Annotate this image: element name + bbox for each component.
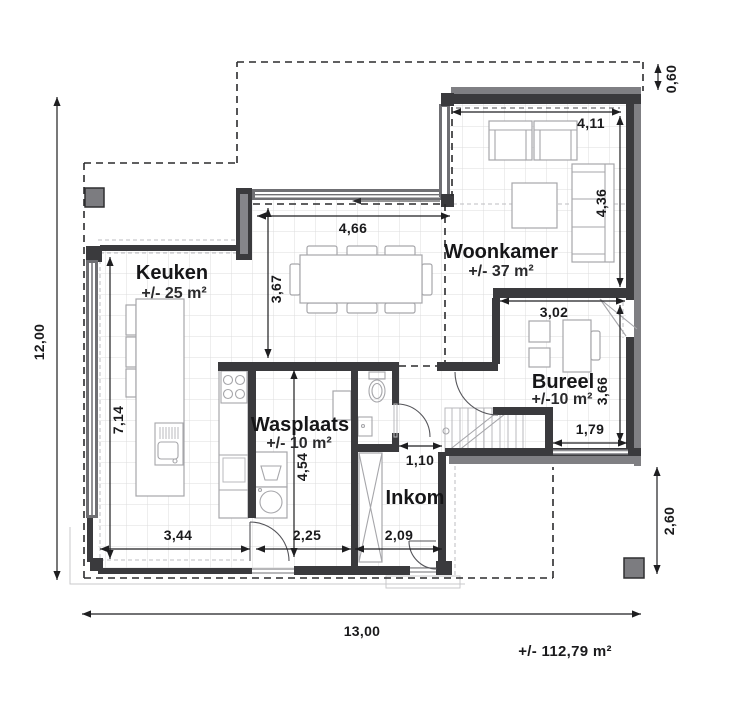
- wc-top-wall: [218, 362, 399, 371]
- room-area-bureel: +/-10 m²: [532, 391, 593, 408]
- hall-top-wall: [437, 362, 498, 371]
- washing-machine-icon: [254, 486, 288, 519]
- wasplaats-inkom-wall: [351, 371, 358, 567]
- total-area-label: +/- 112,79 m²: [518, 643, 612, 660]
- sofa: [571, 163, 615, 263]
- dining-chair: [421, 263, 433, 296]
- wasplaats-left-wall: [248, 371, 256, 518]
- divider-woonkamer-bureel: [493, 288, 630, 298]
- dim-total-height: 12,00: [31, 324, 47, 361]
- terrace-post: [84, 187, 105, 208]
- desk: [562, 319, 592, 373]
- door-arc: [454, 371, 499, 416]
- dining-chair: [289, 263, 301, 296]
- room-label-bureel: Bureel: [532, 371, 594, 393]
- dim-woonkamer-depth: 4,36: [593, 189, 609, 217]
- bar-stool: [125, 304, 137, 336]
- wasplaats-fixtures: [254, 390, 352, 519]
- window-woonkamer-left: [439, 104, 450, 197]
- visitor-chair: [528, 320, 551, 343]
- columns: [84, 93, 645, 579]
- column: [441, 93, 454, 106]
- coffee-table: [511, 182, 558, 229]
- room-labels: Keuken +/- 25 m² Woonkamer +/- 37 m² Bur…: [136, 241, 594, 509]
- entry-step: [385, 575, 461, 589]
- doors: [249, 371, 499, 570]
- room-area-woonkamer: +/- 37 m²: [468, 263, 533, 280]
- laundry-sink-icon: [254, 451, 288, 488]
- room-area-keuken: +/- 25 m²: [141, 285, 206, 302]
- dim-eetplaats-depth: 3,67: [268, 275, 284, 303]
- stair-top-wall: [493, 407, 553, 415]
- kitchen-island: [135, 298, 185, 497]
- window-sliding: [252, 189, 443, 205]
- room-label-woonkamer: Woonkamer: [444, 241, 558, 263]
- toilet-icon: [368, 371, 386, 403]
- room-label-inkom: Inkom: [386, 487, 445, 509]
- column: [90, 558, 103, 571]
- dim-bureel-depth: 3,66: [594, 377, 610, 405]
- dining-set: [289, 245, 433, 314]
- dimensions: 12,00 13,00 0,60 4,11 4,36 4,66 3,67 3,0…: [31, 64, 679, 660]
- column: [441, 194, 454, 207]
- dim-hal-width: 1,10: [406, 452, 434, 468]
- visitor-chair: [528, 347, 551, 368]
- dining-chair: [306, 302, 338, 314]
- room-label-keuken: Keuken: [136, 262, 208, 284]
- dim-bureel-width: 3,02: [540, 304, 568, 320]
- sink-icon: [154, 422, 184, 466]
- dim-wasplaats-width: 2,25: [293, 527, 321, 543]
- bureel-left-wall: [492, 298, 500, 364]
- dishwasher-icon: [222, 457, 246, 483]
- stair-right-wall: [545, 415, 553, 452]
- window-left: [86, 260, 98, 518]
- garden-post: [623, 557, 645, 579]
- dining-table: [299, 254, 423, 304]
- dim-inkom-width: 2,09: [385, 527, 413, 543]
- inkom-right-wall: [438, 452, 446, 566]
- door-threshold: [252, 568, 294, 574]
- office-furniture: [528, 319, 601, 373]
- dim-wasplaats-depth: 4,54: [294, 453, 310, 481]
- wc-bottom-wall: [358, 444, 399, 452]
- door-arc: [249, 521, 290, 562]
- property-boundary: [83, 61, 644, 579]
- column: [91, 249, 102, 260]
- bar-stool: [125, 336, 137, 368]
- dim-eetplaats-width: 4,66: [339, 220, 367, 236]
- dim-bureel-window: 1,79: [576, 421, 604, 437]
- room-label-wasplaats: Wasplaats: [251, 414, 349, 436]
- room-area-wasplaats: +/- 10 m²: [266, 435, 331, 452]
- armchair: [533, 120, 578, 161]
- keuken-top-wall: [100, 245, 238, 251]
- dining-chair: [346, 302, 378, 314]
- office-chair: [590, 330, 601, 361]
- wardrobe: [358, 452, 383, 563]
- dim-keuken-width: 3,44: [164, 527, 192, 543]
- window-gap: [626, 300, 634, 337]
- armchair: [488, 120, 533, 161]
- dim-woonkamer-width: 4,11: [577, 115, 605, 131]
- dim-keuken-depth: 7,14: [110, 406, 126, 434]
- door-arc: [396, 403, 431, 438]
- dining-chair: [384, 302, 416, 314]
- terrace-slab-edge: [69, 527, 465, 585]
- dim-roof-overhang: 0,60: [663, 65, 679, 93]
- living-room-furniture: [488, 120, 615, 263]
- bar-stool: [125, 368, 137, 398]
- dim-terras-depth: 2,60: [661, 507, 677, 535]
- dim-total-width: 13,00: [344, 623, 381, 639]
- kitchen: [125, 298, 249, 519]
